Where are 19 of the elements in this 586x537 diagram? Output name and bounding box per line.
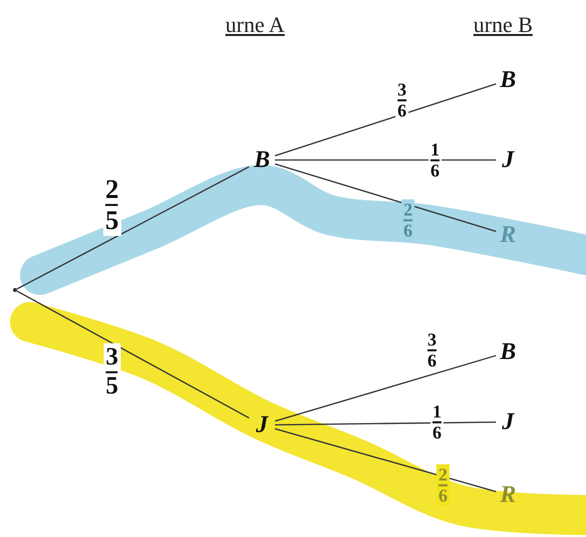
outcome-letter: R [496,221,520,249]
tree-branch [16,166,250,290]
tree-branch [275,422,496,426]
tree-branch [275,159,496,161]
outcome-letter: B [496,338,520,366]
outcome-letter: J [496,146,520,174]
edge-label: 2 6 [436,464,450,506]
column-heading: urne B [473,12,533,38]
branch-point [13,288,17,292]
column-heading: urne A [225,12,285,38]
tree-branch [16,290,250,418]
outcome-letter: J [496,408,520,436]
outcome-letter: B [249,146,275,174]
tree-branch [274,354,496,422]
outcome-letter: J [249,411,275,439]
tree-branch [274,428,496,492]
tree-branch [274,163,496,232]
tree-branch [274,83,496,156]
outcome-letter: B [496,66,520,94]
